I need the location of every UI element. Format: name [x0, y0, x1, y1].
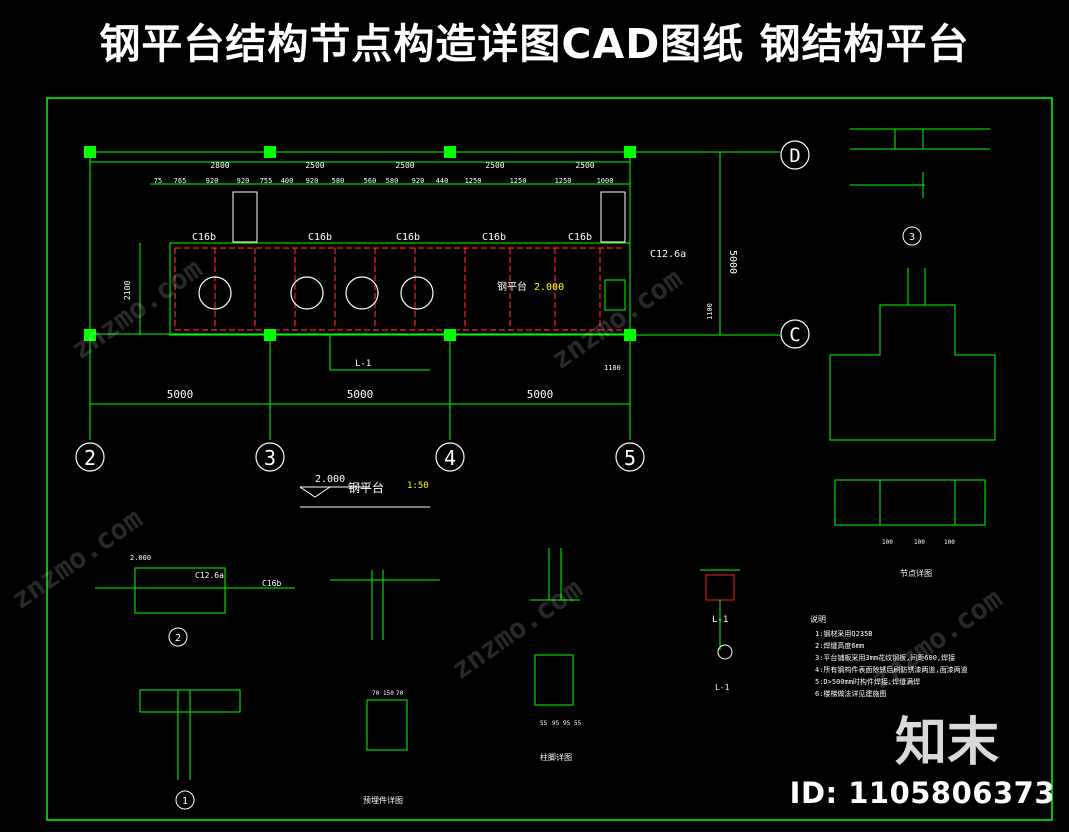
beam-label: C16b — [482, 232, 506, 243]
sub-dim: 580 — [332, 177, 345, 185]
notes-line: 2:焊缝高度6mm — [815, 641, 864, 650]
span-label-2: 5000 — [347, 388, 374, 401]
detail-beam-c12: C12.6a — [195, 571, 224, 580]
height-label: 5000 — [727, 250, 738, 274]
sub-dim: 560 — [364, 177, 377, 185]
detail-dim: 150 — [383, 690, 394, 697]
sub-dims: 75 765 920 920 755 400 920 580 560 580 9… — [154, 177, 614, 185]
detail-2-number: 2 — [175, 633, 181, 644]
axis-2: 2 — [84, 446, 96, 470]
notes-line: 5:D>500mm时构件焊接,焊缝满焊 — [815, 677, 920, 686]
sub-dim: 920 — [206, 177, 219, 185]
detail-elev: 2.000 — [130, 554, 151, 562]
right-dim: 1100 — [604, 364, 621, 372]
sub-dim: 765 — [174, 177, 187, 185]
notes-line: 3:平台铺板采用3mm花纹钢板,间距600,焊接 — [815, 653, 955, 662]
header: 钢平台结构节点构造详图CAD图纸 钢结构平台 — [0, 0, 1069, 80]
span-label-1: 5000 — [167, 388, 194, 401]
sub-dim: 1250 — [465, 177, 482, 185]
notes-line: 1:钢材采用Q235B — [815, 629, 873, 638]
detail-dim: 95 — [552, 720, 560, 727]
axis-3: 3 — [264, 446, 276, 470]
plan-openings — [198, 276, 434, 310]
beam-label: C16b — [192, 232, 216, 243]
sub-dim: 920 — [237, 177, 250, 185]
detail-beam-c16b: C16b — [262, 579, 281, 588]
beam-label: C16b — [568, 232, 592, 243]
right-dim: 1100 — [706, 303, 714, 320]
detail-dim: 100 — [882, 539, 893, 546]
caption-scale: 1:50 — [407, 481, 429, 491]
plan-sub-beams — [174, 247, 625, 331]
axis-d: D — [789, 145, 800, 167]
side-beam-label: C12.6a — [650, 249, 686, 260]
notes-title: 说明 — [810, 614, 826, 624]
detail-circles — [168, 226, 922, 810]
detail-dim: 95 — [563, 720, 571, 727]
sub-dim: 1250 — [555, 177, 572, 185]
sub-dim: 400 — [281, 177, 294, 185]
detail-dim: 55 — [574, 720, 582, 727]
sub-dim: 1000 — [597, 177, 614, 185]
top-dim-4: 2500 — [485, 161, 504, 170]
platform-elevation: 2.000 — [534, 282, 564, 293]
detail-l1-label: L-1 — [712, 615, 728, 625]
sub-dim: 920 — [412, 177, 425, 185]
top-dim-2: 2500 — [305, 161, 324, 170]
span-label-3: 5000 — [527, 388, 554, 401]
detail-dim: 100 — [914, 539, 925, 546]
sub-dim: 1250 — [510, 177, 527, 185]
detail-dim: 100 — [944, 539, 955, 546]
notes: 说明 1:钢材采用Q235B 2:焊缝高度6mm 3:平台铺板采用3mm花纹钢板… — [810, 614, 968, 698]
caption-embed: 预埋件详图 — [363, 795, 403, 805]
image-id: ID: 1105806373 — [789, 776, 1055, 810]
caption-connection: 节点详图 — [900, 568, 932, 578]
grid-axis-bubbles — [75, 140, 810, 472]
page-title: 钢平台结构节点构造详图CAD图纸 钢结构平台 — [99, 20, 970, 68]
detail-drawings — [95, 128, 996, 780]
axis-5: 5 — [624, 446, 636, 470]
notes-line: 4:所有钢构件表面除锈后刷防锈漆两道,面漆两道 — [815, 665, 968, 674]
detail-dim: 55 — [540, 720, 548, 727]
drawing-frame — [46, 97, 1053, 821]
caption-name: 钢平台 — [348, 480, 384, 495]
sub-dim: 755 — [260, 177, 273, 185]
plan-caption: 2.000 钢平台 1:50 — [299, 474, 430, 508]
axis-4: 4 — [444, 446, 456, 470]
detail-dim: 70 — [396, 690, 404, 697]
sub-dim: 920 — [306, 177, 319, 185]
beam-label: C16b — [308, 232, 332, 243]
detail-dims: 70 150 70 55 95 95 55 100 100 100 — [372, 539, 955, 727]
top-dim-1: 2800 — [210, 161, 229, 170]
sub-dim: 440 — [436, 177, 449, 185]
brand-logo: 知末 — [894, 713, 999, 773]
axis-c: C — [789, 324, 800, 346]
detail-1-number: 1 — [182, 796, 188, 807]
cad-drawing: 2 3 4 5 D C 5000 5000 5000 5000 2800 250… — [0, 80, 1069, 832]
top-dim-3: 2500 — [395, 161, 414, 170]
beam-label: C16b — [396, 232, 420, 243]
platform-label: 钢平台 — [497, 280, 527, 293]
caption-elevation: 2.000 — [315, 474, 345, 485]
notes-line: 6:楼梯做法详见建施图 — [815, 689, 886, 698]
plan-view — [89, 151, 780, 440]
section-mark: L-1 — [355, 359, 371, 369]
top-dim-5: 2500 — [575, 161, 594, 170]
left-dim: 2100 — [123, 281, 132, 300]
caption-section: L-1 — [715, 683, 730, 692]
detail-dim: 70 — [372, 690, 380, 697]
caption-base: 柱脚详图 — [540, 752, 572, 762]
sub-dim: 75 — [154, 177, 162, 185]
sub-dim: 580 — [386, 177, 399, 185]
plan-columns — [84, 146, 636, 341]
detail-3-number: 3 — [909, 232, 915, 243]
